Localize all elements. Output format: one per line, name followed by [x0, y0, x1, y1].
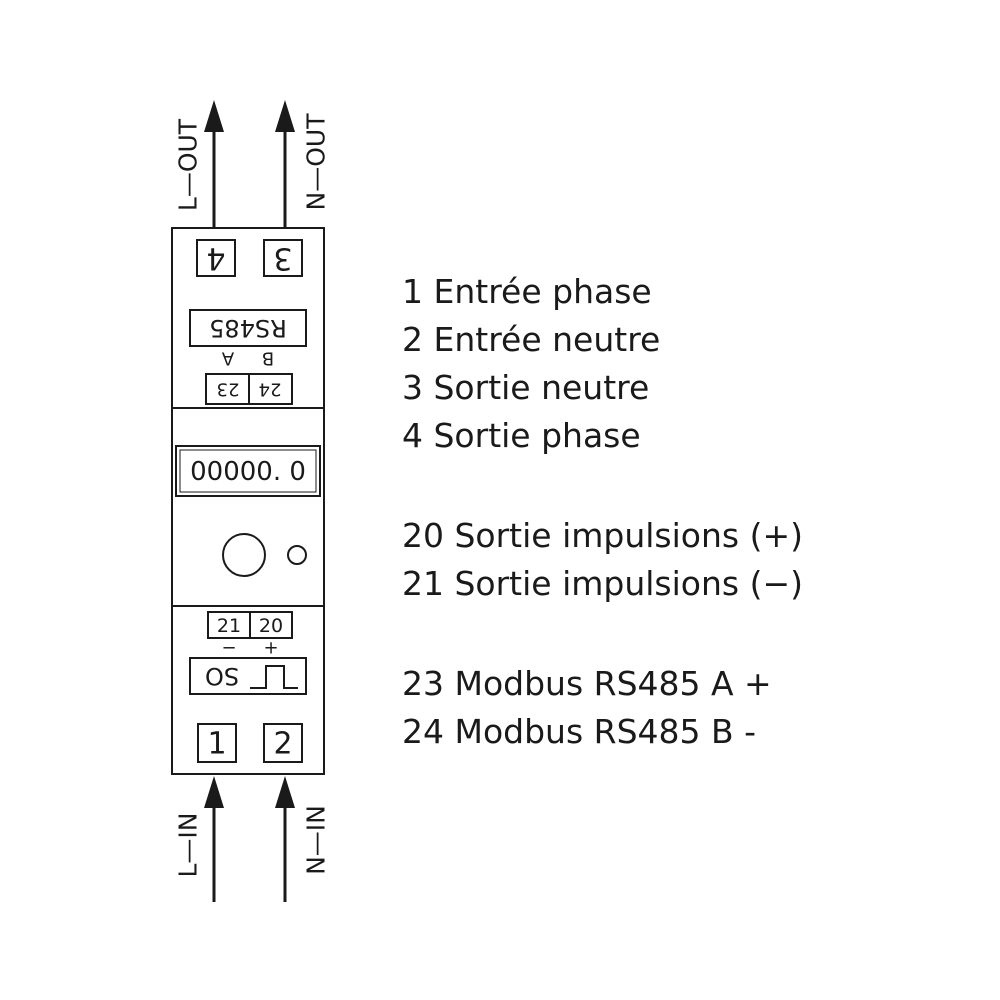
svg-text:4: 4 [206, 241, 225, 276]
terminal-4: 4 [196, 239, 236, 277]
svg-text:3: 3 [273, 241, 292, 276]
energy-display: 00000. 0 [175, 445, 321, 497]
rs485-label-box: RS485 [189, 309, 307, 347]
pulse-plus-label: + [263, 638, 278, 659]
n-out-wire [275, 100, 295, 228]
terminal-20: 20 [259, 615, 283, 637]
legend-item: 20 Sortie impulsions (+) [402, 516, 803, 555]
terminal-24: 24 [259, 379, 282, 400]
rs485-b-label: B [262, 348, 274, 369]
legend-item: 24 Modbus RS485 B - [402, 712, 757, 751]
so-label: SO [205, 662, 239, 690]
svg-text:1: 1 [207, 727, 226, 762]
pulse-led-icon [287, 545, 307, 565]
rs485-a-label: A [221, 348, 234, 369]
svg-text:RS485: RS485 [209, 314, 287, 342]
pulse-waveform-icon [250, 665, 298, 689]
so-label-box: SO [189, 657, 307, 695]
n-in-arrow-icon [275, 776, 295, 808]
legend-item: 21 Sortie impulsions (−) [402, 564, 803, 603]
l-in-wire [204, 776, 224, 902]
l-out-arrow-icon [204, 100, 224, 132]
legend-item: 1 Entrée phase [402, 272, 652, 311]
display-reading: 00000. 0 [190, 457, 306, 487]
terminal-23: 23 [217, 379, 240, 400]
meter-button-icon [222, 533, 266, 577]
l-in-arrow-icon [204, 776, 224, 808]
n-in-label: N—IN [302, 805, 331, 875]
terminal-legend: 1 Entrée phase 2 Entrée neutre 3 Sortie … [402, 268, 803, 756]
terminal-21: 21 [217, 615, 241, 637]
legend-item: 2 Entrée neutre [402, 320, 661, 359]
terminal-23-24: 23 24 [205, 373, 293, 405]
n-out-label: N—OUT [302, 113, 331, 211]
l-out-label: L—OUT [174, 118, 203, 211]
legend-item: 23 Modbus RS485 A + [402, 664, 772, 703]
legend-item: 3 Sortie neutre [402, 368, 650, 407]
terminal-2: 2 [263, 723, 303, 763]
terminal-21-20: 21 20 [207, 611, 293, 639]
pulse-minus-label: − [221, 638, 236, 659]
n-out-arrow-icon [275, 100, 295, 132]
terminal-3: 3 [263, 239, 303, 277]
l-out-wire [204, 100, 224, 228]
terminal-1: 1 [197, 723, 237, 763]
n-in-wire [275, 776, 295, 902]
legend-item: 4 Sortie phase [402, 416, 641, 455]
l-in-label: L—IN [174, 812, 203, 877]
svg-text:2: 2 [273, 727, 292, 762]
